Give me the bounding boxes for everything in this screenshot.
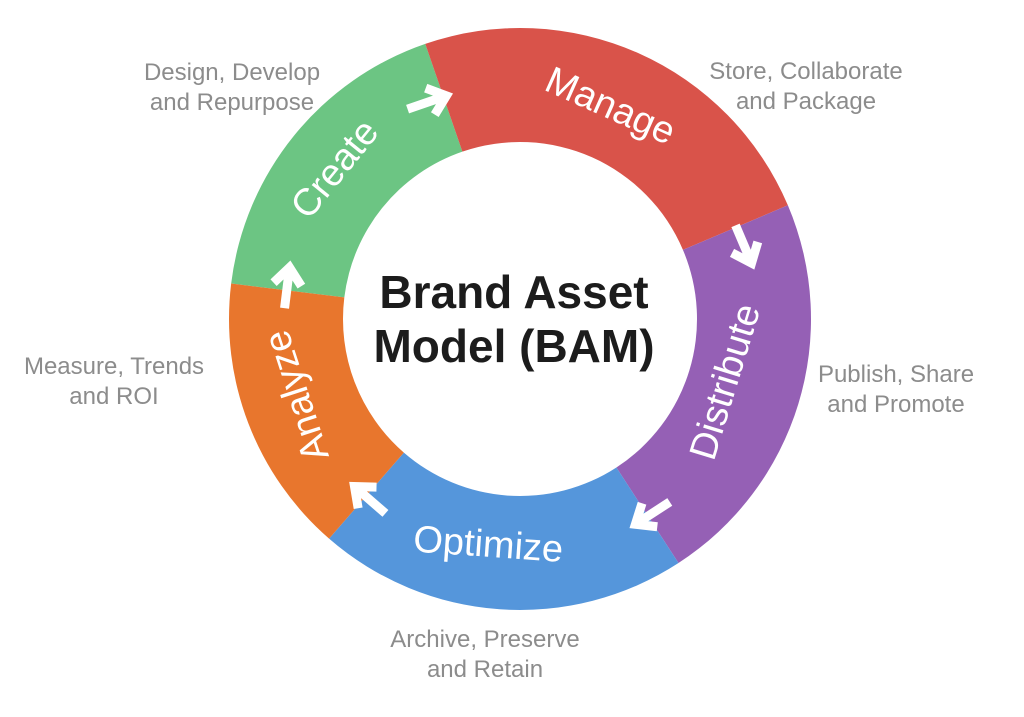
segment-create — [231, 43, 463, 298]
caption-line: Archive, Preserve — [390, 626, 580, 653]
diagram-center-title: Brand Asset Model (BAM) — [373, 265, 654, 373]
arrow-manage-to-distribute-icon — [729, 223, 763, 270]
arrow-analyze-to-create-icon — [270, 260, 306, 309]
arrow-distribute-to-optimize-icon — [629, 498, 673, 532]
caption-line: and ROI — [69, 383, 159, 410]
segment-distribute — [616, 205, 812, 564]
center-title-line-1: Brand Asset — [379, 266, 649, 318]
caption-line: Store, Collaborate — [709, 58, 903, 85]
caption-distribute: Publish, Share and Promote — [818, 360, 974, 420]
caption-line: and Package — [735, 88, 877, 115]
arrow-optimize-to-analyze-icon — [349, 481, 389, 517]
caption-line: and Repurpose — [149, 89, 315, 116]
caption-line: Publish, Share — [817, 361, 975, 388]
caption-analyze: Measure, Trends and ROI — [24, 352, 204, 412]
caption-create: Design, Develop and Repurpose — [144, 58, 320, 118]
caption-line: and Retain — [426, 656, 544, 683]
caption-line: Design, Develop — [143, 59, 321, 86]
caption-optimize: Archive, Preserve and Retain — [390, 625, 579, 685]
segment-optimize — [329, 452, 679, 610]
segment-analyze — [229, 283, 404, 539]
arrow-create-to-manage-icon — [406, 83, 454, 117]
caption-line: and Promote — [827, 391, 965, 418]
segment-label-optimize: Optimize — [412, 519, 564, 571]
segment-manage — [425, 28, 788, 250]
center-title-line-2: Model (BAM) — [373, 320, 655, 372]
caption-line: Measure, Trends — [23, 353, 205, 380]
caption-manage: Store, Collaborate and Package — [709, 57, 902, 117]
